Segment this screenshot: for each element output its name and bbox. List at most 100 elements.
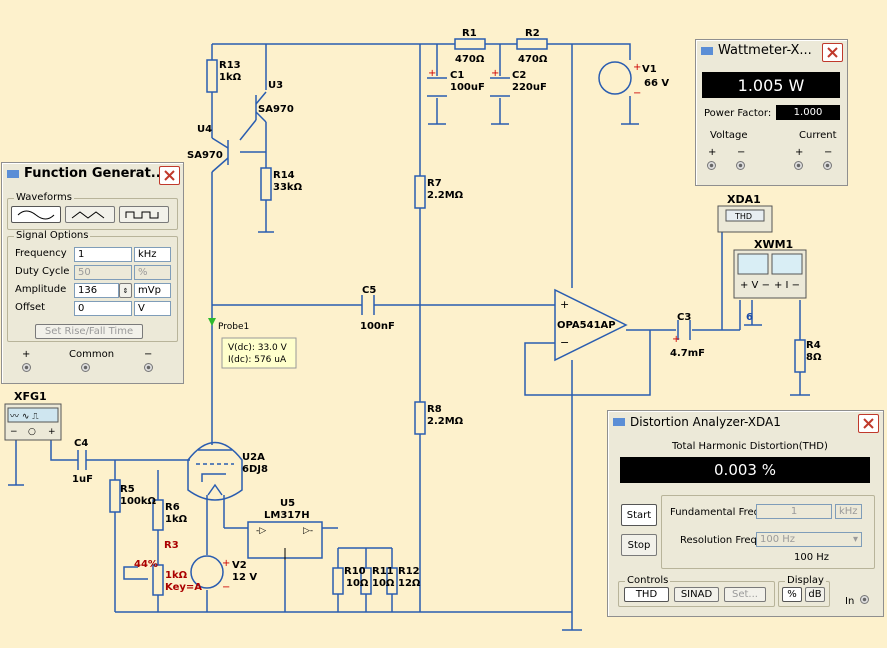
opamp-value: OPA541AP <box>557 320 616 331</box>
fg-row-unit[interactable]: % <box>134 265 171 280</box>
fg-row-input[interactable]: 0 <box>74 301 132 316</box>
source-polarity: + − + − <box>222 62 641 593</box>
fg-common-terminal[interactable] <box>81 363 90 372</box>
xfg1-ref: XFG1 <box>14 390 47 403</box>
fg-minus-label: − <box>144 349 153 360</box>
fg-minus-terminal[interactable] <box>144 363 153 372</box>
r12-ref: R12 <box>398 566 420 577</box>
fg-row-label: Amplitude <box>15 284 67 295</box>
function-generator-window[interactable]: Function Generat... Waveforms Signal Opt… <box>1 162 184 384</box>
wm-voltage-plus-terminal[interactable] <box>707 161 716 170</box>
xda1-ref: XDA1 <box>727 193 761 206</box>
da-fundamental-label: Fundamental Freq. <box>670 507 764 518</box>
sine-wave-icon <box>17 210 55 219</box>
r2-value: 470Ω <box>518 54 548 65</box>
r5-ref: R5 <box>120 484 135 495</box>
da-titlebar[interactable]: Distortion Analyzer-XDA1 <box>608 411 883 432</box>
fg-title: Function Generat... <box>24 166 166 181</box>
c3-ref: C3 <box>677 312 691 323</box>
probe-name: Probe1 <box>218 322 249 332</box>
u3-value: SA970 <box>258 104 294 115</box>
r14-ref: R14 <box>273 170 295 181</box>
da-thd-label: Total Harmonic Distortion(THD) <box>672 441 828 452</box>
set-rise-fall-button[interactable]: Set Rise/Fall Time <box>35 324 143 339</box>
fg-row-input[interactable]: 136 <box>74 283 119 298</box>
da-reading-display: 0.003 % <box>620 457 870 483</box>
amplitude-spinner[interactable]: ⇕ <box>119 283 132 298</box>
r14-value: 33kΩ <box>273 182 303 193</box>
wm-voltage-minus-terminal[interactable] <box>736 161 745 170</box>
wm-v-plus-sign: + <box>708 147 717 158</box>
close-icon <box>164 170 175 181</box>
da-fundamental-input[interactable]: 1 <box>756 504 832 519</box>
xda1-instrument[interactable] <box>717 205 773 233</box>
da-start-button[interactable]: Start <box>621 504 657 526</box>
svg-text:+: + <box>428 68 436 79</box>
wm-i-minus-sign: − <box>824 147 833 158</box>
xfg1-instrument[interactable]: 〰 ∿ ⎍ −○+ <box>4 403 62 441</box>
v2-ref: V2 <box>232 560 247 571</box>
da-resolution-selected: 100 Hz <box>760 534 796 545</box>
c2-value: 220uF <box>512 82 547 93</box>
da-close-button[interactable] <box>858 414 879 433</box>
u3-ref: U3 <box>268 80 283 91</box>
r10-value: 10Ω <box>346 578 369 589</box>
opamp-symbol: + − <box>554 288 628 362</box>
fg-plus-terminal[interactable] <box>22 363 31 372</box>
xwm1-instrument[interactable]: + V −+ I − <box>733 249 807 299</box>
da-set-button[interactable]: Set... <box>724 587 766 602</box>
da-thd-button[interactable]: THD <box>624 587 669 602</box>
svg-text:−: − <box>633 88 641 99</box>
fg-row-unit[interactable]: kHz <box>134 247 171 262</box>
capacitor-symbols <box>77 77 691 470</box>
close-icon <box>827 47 838 58</box>
wm-close-button[interactable] <box>822 43 843 62</box>
fg-titlebar[interactable]: Function Generat... <box>2 163 183 184</box>
svg-text:▷-: ▷- <box>303 526 313 536</box>
fg-signal-options-label: Signal Options <box>14 230 91 241</box>
r3-value: 1kΩ <box>165 570 188 581</box>
c4-ref: C4 <box>74 438 88 449</box>
da-display-label: Display <box>785 575 826 586</box>
u4-value: SA970 <box>187 150 223 161</box>
wm-pf-label: Power Factor: <box>704 108 772 119</box>
da-stop-button[interactable]: Stop <box>621 534 657 556</box>
probe-vdc: V(dc): 33.0 V <box>228 343 288 353</box>
r1-value: 470Ω <box>455 54 485 65</box>
da-fundamental-unit[interactable]: kHz <box>835 504 862 519</box>
ground-symbols <box>8 123 810 631</box>
polarity-marks: +++ <box>428 68 680 345</box>
r3-key: Key=A <box>165 582 202 593</box>
da-resolution-readout: 100 Hz <box>794 552 830 563</box>
fg-row-unit[interactable]: mVp <box>134 283 171 298</box>
svg-text:+: + <box>633 62 641 73</box>
fg-row-unit[interactable]: V <box>134 301 171 316</box>
distortion-analyzer-window[interactable]: Distortion Analyzer-XDA1 Total Harmonic … <box>607 410 884 617</box>
fg-row-input[interactable]: 1 <box>74 247 132 262</box>
da-in-terminal[interactable] <box>860 595 869 604</box>
sine-wave-button[interactable] <box>11 206 61 223</box>
wm-titlebar[interactable]: Wattmeter-X... <box>696 40 847 61</box>
fg-row-label: Duty Cycle <box>15 266 70 277</box>
wm-title: Wattmeter-X... <box>718 43 812 58</box>
fg-row-input[interactable]: 50 <box>74 265 132 280</box>
probe-tooltip <box>221 337 297 369</box>
instrument-icon <box>7 169 19 178</box>
wm-current-minus-terminal[interactable] <box>823 161 832 170</box>
da-resolution-select[interactable]: 100 Hz ▾ <box>756 532 862 547</box>
fg-close-button[interactable] <box>159 166 180 185</box>
svg-text:−: − <box>222 582 230 593</box>
wattmeter-window[interactable]: Wattmeter-X... 1.005 W Power Factor: 1.0… <box>695 39 848 186</box>
da-db-button[interactable]: dB <box>805 587 825 602</box>
da-sinad-button[interactable]: SINAD <box>674 587 719 602</box>
probe-icon[interactable] <box>208 318 216 326</box>
resistor-symbols <box>109 38 806 596</box>
square-wave-button[interactable] <box>119 206 169 223</box>
da-percent-button[interactable]: % <box>782 587 802 602</box>
wm-current-plus-terminal[interactable] <box>794 161 803 170</box>
triangle-wave-button[interactable] <box>65 206 115 223</box>
da-display-group: Display % dB <box>778 575 830 607</box>
triangle-wave-icon <box>71 210 105 219</box>
